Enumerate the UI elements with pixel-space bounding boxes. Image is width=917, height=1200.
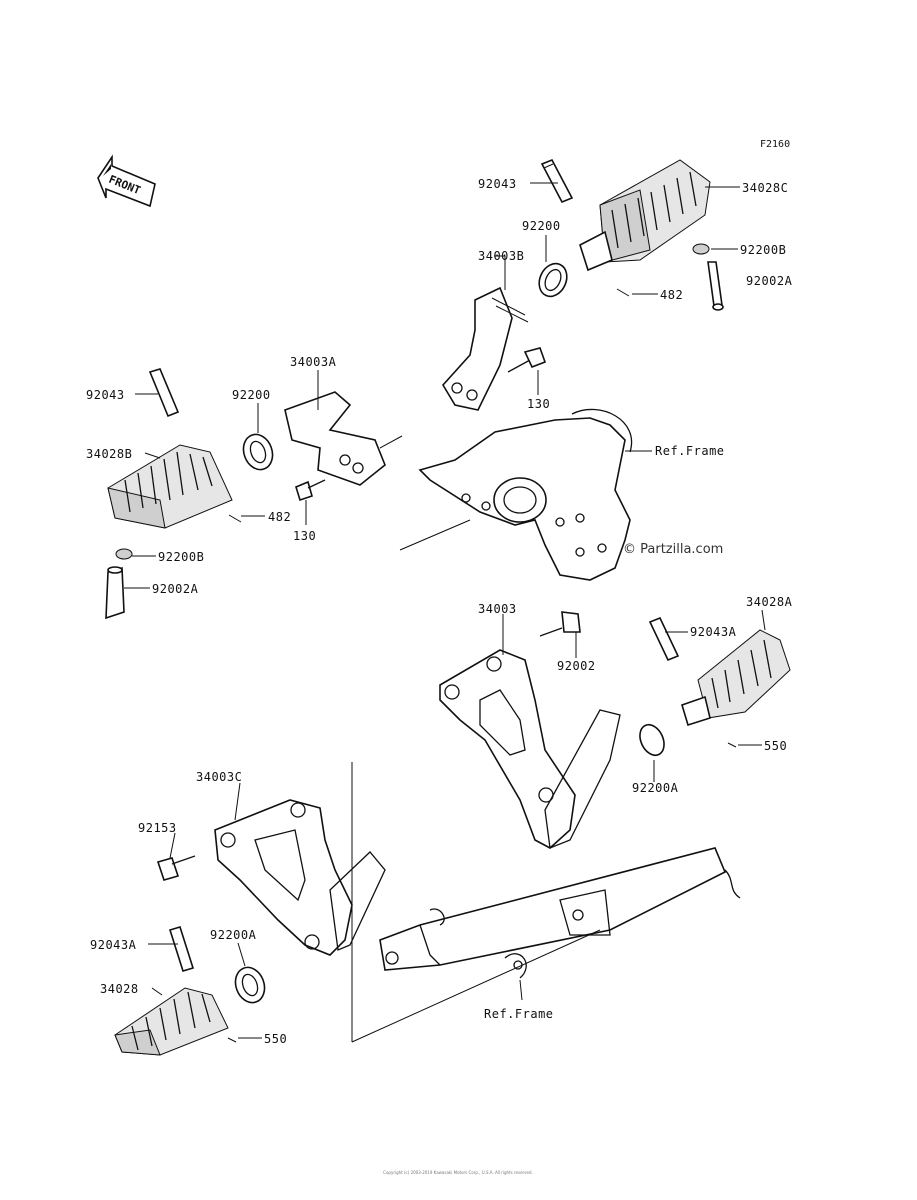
- cotter-pin-550-right: [727, 742, 737, 748]
- label-92043A-right: 92043A: [690, 625, 737, 639]
- watermark: © Partzilla.com: [623, 542, 723, 557]
- label-92200-top: 92200: [522, 219, 561, 233]
- pin-92002A-left: [105, 566, 125, 620]
- label-ref-frame-bottom: Ref.Frame: [484, 1007, 554, 1021]
- bracket-34003B: [442, 286, 529, 411]
- label-92200A-right: 92200A: [632, 781, 679, 795]
- cotter-pin-482-left: [228, 514, 242, 523]
- pin-92043A-right: [648, 616, 680, 662]
- pin-92043-top: [540, 158, 574, 204]
- label-34028C: 34028C: [742, 181, 788, 195]
- label-92043-left: 92043: [86, 388, 125, 402]
- washer-92200A-left: [234, 966, 266, 1004]
- label-482-top: 482: [660, 288, 683, 302]
- label-92043-top: 92043: [478, 177, 517, 191]
- label-92153: 92153: [138, 821, 177, 835]
- bracket-34003A: [284, 391, 403, 486]
- footpeg-34028A: [681, 629, 791, 727]
- copyright-text: Copyright (c) 2003-2019 Kawasaki Motors …: [383, 1170, 533, 1175]
- washer-92200B-top: [692, 243, 710, 255]
- label-92002: 92002: [557, 659, 596, 673]
- bolt-130-top: [507, 347, 547, 373]
- washer-92200A-right: [639, 723, 665, 757]
- label-92200-left: 92200: [232, 388, 271, 402]
- pin-92002A-top: [707, 261, 724, 311]
- front-arrow-icon: FRONT: [97, 154, 156, 208]
- label-550-right: 550: [764, 739, 787, 753]
- footpeg-34028C: [579, 159, 711, 272]
- washer-92200-top: [538, 262, 568, 298]
- label-92200B-top: 92200B: [740, 243, 786, 257]
- washer-92200B-left: [115, 548, 133, 560]
- pin-92043-left: [148, 368, 180, 418]
- bracket-34003: [439, 649, 621, 849]
- label-34003: 34003: [478, 602, 517, 616]
- label-34003B: 34003B: [478, 249, 524, 263]
- washer-92200-left: [242, 433, 274, 471]
- cotter-pin-550-left: [227, 1037, 237, 1043]
- frame-section-top: [399, 408, 633, 581]
- label-92043A-left: 92043A: [90, 938, 137, 952]
- cotter-pin-482-top: [616, 288, 630, 297]
- label-ref-frame-top: Ref.Frame: [655, 444, 725, 458]
- label-92200A-left: 92200A: [210, 928, 257, 942]
- bolt-130-left: [295, 479, 326, 502]
- leader-lines: [124, 182, 766, 1039]
- footpeg-34028: [114, 987, 229, 1056]
- label-550-left: 550: [264, 1032, 287, 1046]
- frame-section-bottom: [351, 847, 741, 1043]
- footpeg-34028B: [107, 444, 233, 529]
- bolt-92002: [539, 611, 581, 637]
- label-34028B: 34028B: [86, 447, 132, 461]
- bolt-92153: [156, 855, 196, 881]
- label-92002A-left: 92002A: [152, 582, 199, 596]
- label-130-top: 130: [527, 397, 550, 411]
- label-482-left: 482: [268, 510, 291, 524]
- label-92002A-top: 92002A: [746, 274, 793, 288]
- bracket-34003C: [214, 762, 386, 1042]
- pin-92043A-left: [168, 926, 195, 972]
- label-34003C: 34003C: [196, 770, 242, 784]
- label-130-left: 130: [293, 529, 316, 543]
- label-92200B-left: 92200B: [158, 550, 204, 564]
- label-34028A: 34028A: [746, 595, 793, 609]
- diagram-code: F2160: [760, 139, 790, 150]
- label-34003A: 34003A: [290, 355, 337, 369]
- label-34028: 34028: [100, 982, 139, 996]
